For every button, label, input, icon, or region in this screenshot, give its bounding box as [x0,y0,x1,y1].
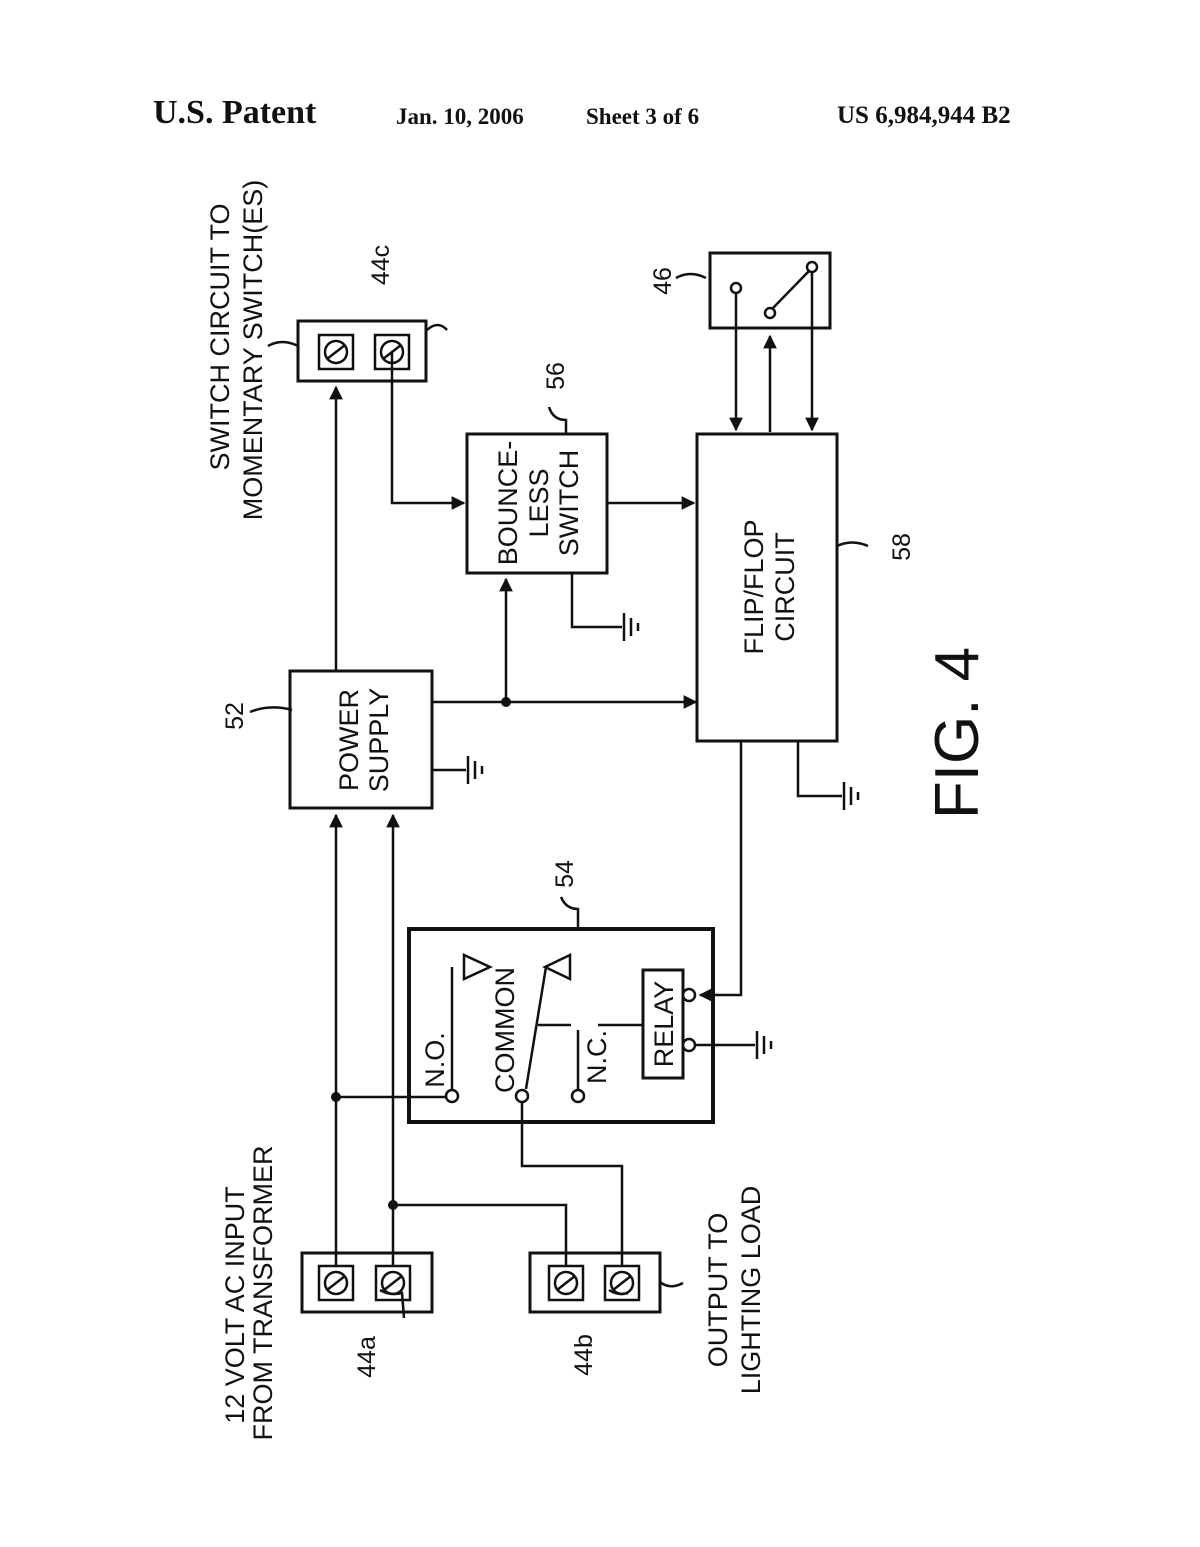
switch-circuit-label-line1: SWITCH CIRCUIT TO [205,203,235,470]
ref-56: 56 [542,362,570,390]
bounceless-label-line2: LESS [524,468,554,537]
ref-58: 58 [888,533,916,561]
terminal-block-switch [296,319,428,383]
flipflop-block [695,432,839,743]
power-supply-label-line2: SUPPLY [364,688,394,793]
bounceless-label-line3: SWITCH [554,450,584,556]
input-label-line1: 12 VOLT AC INPUT [220,1186,250,1424]
power-supply-block [288,669,434,810]
common-contact-label: COMMON [490,967,520,1093]
momentary-switch-block [708,251,832,330]
ref-44a: 44a [353,1336,381,1378]
relay-module-block [407,927,715,1124]
patent-title: U.S. Patent [153,94,317,131]
output-label-line1: OUTPUT TO [703,1213,733,1368]
figure-caption: FIG. 4 [923,647,992,819]
input-label-line2: FROM TRANSFORMER [248,1146,278,1441]
switch-circuit-label-line2: MOMENTARY SWITCH(ES) [238,180,268,521]
terminal-block-input [300,1251,434,1314]
patent-date: Jan. 10, 2006 [396,104,524,129]
bounceless-label-line1: BOUNCE- [493,441,523,566]
sheet-indicator: Sheet 3 of 6 [586,104,700,129]
flipflop-label-line1: FLIP/FLOP [739,519,769,654]
ground-icon [842,780,860,812]
patent-header: U.S. Patent Jan. 10, 2006 Sheet 3 of 6 U… [0,0,1200,160]
relay-label: RELAY [649,981,679,1068]
ground-icon [466,754,484,786]
power-supply-label-line1: POWER [334,689,364,791]
ground-icon [622,611,640,643]
flipflop-label-line2: CIRCUIT [770,532,800,642]
no-contact-label: N.O. [420,1032,450,1088]
patent-number: US 6,984,944 B2 [837,102,1011,129]
ref-44b: 44b [570,1334,598,1376]
output-label-line2: LIGHTING LOAD [736,1186,766,1395]
ref-46: 46 [649,267,677,295]
ref-52: 52 [221,702,249,730]
ref-54: 54 [551,860,579,888]
ground-icon [755,1029,773,1061]
ref-44c: 44c [367,245,395,285]
nc-contact-label: N.C. [582,1030,612,1084]
